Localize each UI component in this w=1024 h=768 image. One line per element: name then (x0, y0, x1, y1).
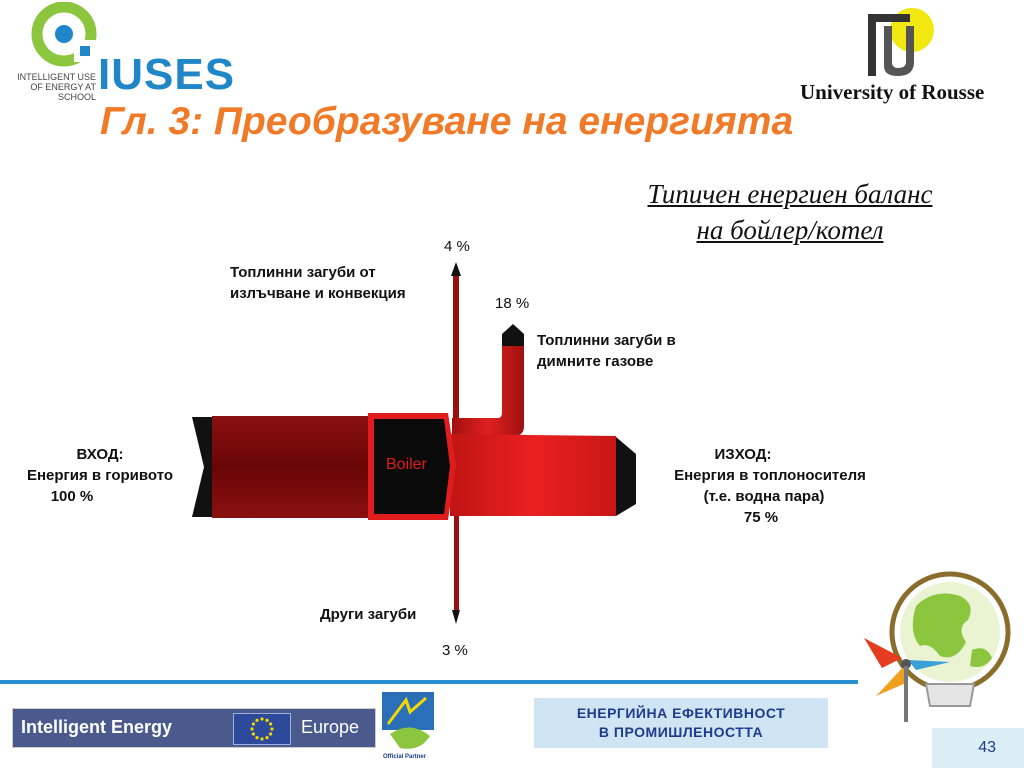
iuses-mark-icon (31, 2, 97, 67)
radiation-loss-label: Топлинни загуби от излъчване и конвекция (230, 262, 406, 304)
other-loss-value: 3 % (442, 642, 468, 659)
page-number: 43 (978, 739, 996, 756)
other-loss-arrow (452, 610, 460, 624)
flue-gas-loss-arrow (502, 324, 524, 346)
iuses-logo: INTELLIGENT USE OF ENERGY AT SCHOOL IUSE… (0, 0, 234, 102)
topic-line2: В ПРОМИШЛЕНОСТТА (598, 724, 764, 740)
radiation-loss-line2: излъчване и конвекция (230, 285, 406, 302)
footer-divider (0, 680, 858, 684)
topic-box: ЕНЕРГИЙНА ЕФЕКТИВНОСТ В ПРОМИШЛЕНОСТТА (534, 698, 828, 748)
page-number-box: 43 (932, 728, 1024, 768)
university-logo-icon (868, 8, 934, 76)
official-partner-text: Official Partner (383, 754, 427, 760)
flue-gas-loss-line1: Топлинни загуби в (537, 332, 676, 349)
iee-right-text: Europe (301, 717, 360, 737)
flue-gas-loss-value: 18 % (495, 295, 530, 312)
eu-flag-icon (233, 713, 291, 745)
radiation-loss-flow (451, 262, 461, 424)
university-name: University of Rousse (800, 80, 985, 104)
input-label: ВХОД: Енергия в горивото 100 % (0, 444, 200, 507)
output-label: ИЗХОД: Енергия в топлоносителя (т.е. вод… (646, 444, 894, 528)
boiler-box (368, 413, 456, 520)
output-line3: (т.е. водна пара) (703, 488, 825, 505)
intelligent-energy-europe-logo: Intelligent Energy Europe (12, 708, 376, 748)
output-flow (450, 434, 636, 516)
flue-gas-loss-line2: димните газове (537, 353, 654, 370)
other-loss-label: Други загуби (320, 606, 417, 623)
diagram-subtitle: Типичен енергиен баланс на бойлер/котел (590, 176, 990, 248)
radiation-loss-value: 4 % (444, 238, 470, 255)
energy-globe-bulb-icon (864, 571, 1011, 722)
flue-gas-loss-label: Топлинни загуби в димните газове (537, 330, 676, 372)
diagram-subtitle-line2: на бойлер/котел (696, 215, 884, 245)
radiation-loss-line1: Топлинни загуби от (230, 264, 376, 281)
boiler-label: Boiler (386, 456, 427, 473)
output-line2: Енергия в топлоносителя (674, 467, 866, 484)
iee-left-text: Intelligent Energy (21, 717, 173, 737)
diagram-subtitle-line1: Типичен енергиен баланс (647, 179, 933, 209)
radiation-loss-arrow (451, 262, 461, 276)
input-value: 100 % (50, 488, 94, 505)
output-band (450, 434, 616, 516)
input-tail (192, 417, 212, 517)
input-band (212, 416, 372, 518)
output-arrow (616, 437, 636, 516)
iuses-wordmark: IUSES (98, 50, 236, 99)
iuses-tagline: INTELLIGENT USE OF ENERGY AT SCHOOL (17, 72, 96, 102)
topic-line1: ЕНЕРГИЙНА ЕФЕКТИВНОСТ (576, 705, 786, 721)
other-loss-flow (452, 512, 460, 624)
official-partner-logo-icon (382, 692, 434, 749)
flue-gas-loss-flow (452, 324, 524, 436)
input-line1: ВХОД: (76, 446, 124, 463)
slide-title: Гл. 3: Преобразуване на енергията (100, 100, 794, 143)
input-line2: Енергия в горивото (26, 467, 174, 484)
output-value: 75 % (743, 509, 779, 526)
output-line1: ИЗХОД: (714, 446, 772, 463)
input-flow (192, 416, 372, 518)
